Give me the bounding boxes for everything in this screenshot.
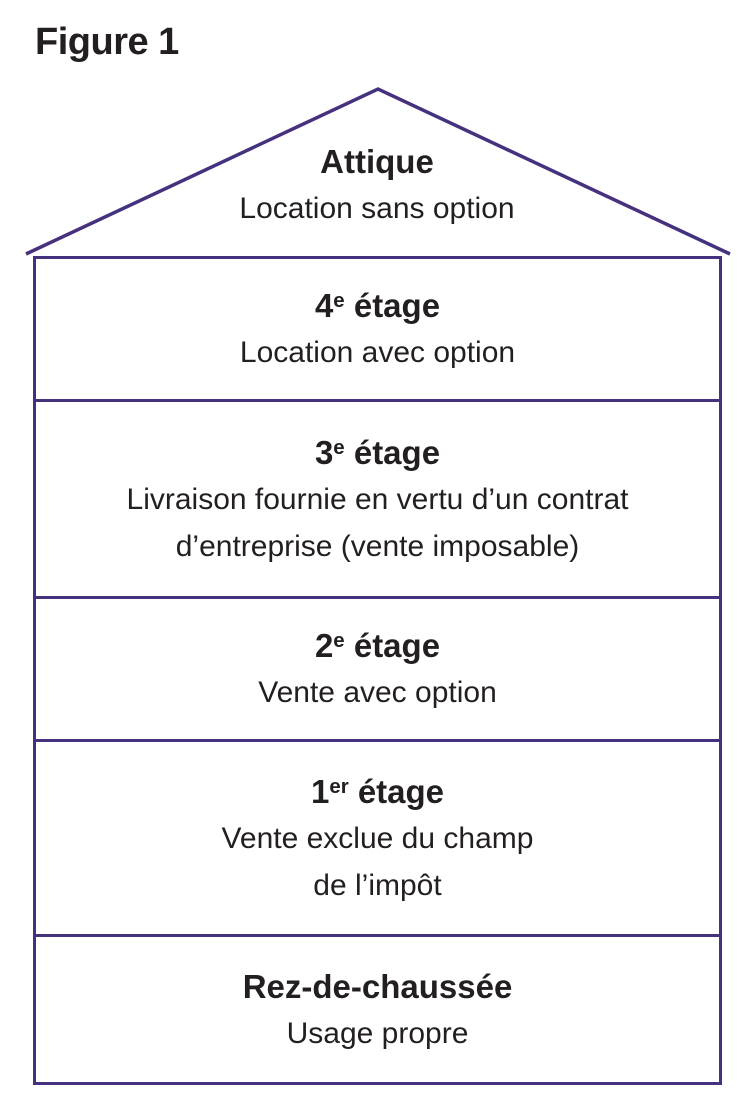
floor-1: 1er étage Vente exclue du champ de l’imp… <box>36 739 719 934</box>
floor-4-word: étage <box>344 287 441 324</box>
floor-4: 4e étage Location avec option <box>36 259 719 399</box>
floor-ground-label: Rez-de-chaussée <box>242 967 513 1005</box>
building-box: 4e étage Location avec option 3e étage L… <box>33 256 722 1085</box>
floor-4-ordinal: e <box>333 289 345 313</box>
floor-3: 3e étage Livraison fournie en vertu d’un… <box>36 399 719 596</box>
floor-3-word: étage <box>344 433 441 471</box>
floor-2-ordinal: e <box>333 629 345 653</box>
attic-name: Attique <box>320 143 434 180</box>
floor-2-number: 2 <box>314 627 334 664</box>
floor-3-description: Livraison fournie en vertu d’un contrat … <box>126 482 629 563</box>
roof-outline-icon <box>25 87 731 256</box>
floor-ground-description: Usage propre <box>286 1016 469 1050</box>
figure-title: Figure 1 <box>35 21 179 63</box>
floor-4-description: Location avec option <box>239 336 516 369</box>
floor-1-ordinal: er <box>329 774 349 798</box>
floor-4-name: 4e étage <box>315 282 440 329</box>
floor-2-name: 2e étage <box>315 622 440 669</box>
floor-1-description: Vente exclue du champ de l’impôt <box>221 821 534 902</box>
floor-1-number: 1 <box>310 772 330 810</box>
floor-1-name: 1er étage <box>311 768 444 815</box>
floor-ground-name: Rez-de-chaussée <box>243 963 513 1010</box>
floor-3-ordinal: e <box>333 435 345 459</box>
floor-1-word: étage <box>348 772 445 810</box>
floor-ground: Rez-de-chaussée Usage propre <box>36 934 719 1082</box>
floor-2-word: étage <box>344 627 441 664</box>
attic-description: Location sans option <box>239 192 515 225</box>
floor-3-name: 3e étage <box>315 429 440 476</box>
floor-4-number: 4 <box>314 287 334 324</box>
floor-3-number: 3 <box>314 433 334 471</box>
roof-line <box>25 87 731 256</box>
floor-2-description: Vente avec option <box>258 676 497 709</box>
attic-section: Attique Location sans option <box>0 138 754 232</box>
floor-2: 2e étage Vente avec option <box>36 596 719 739</box>
